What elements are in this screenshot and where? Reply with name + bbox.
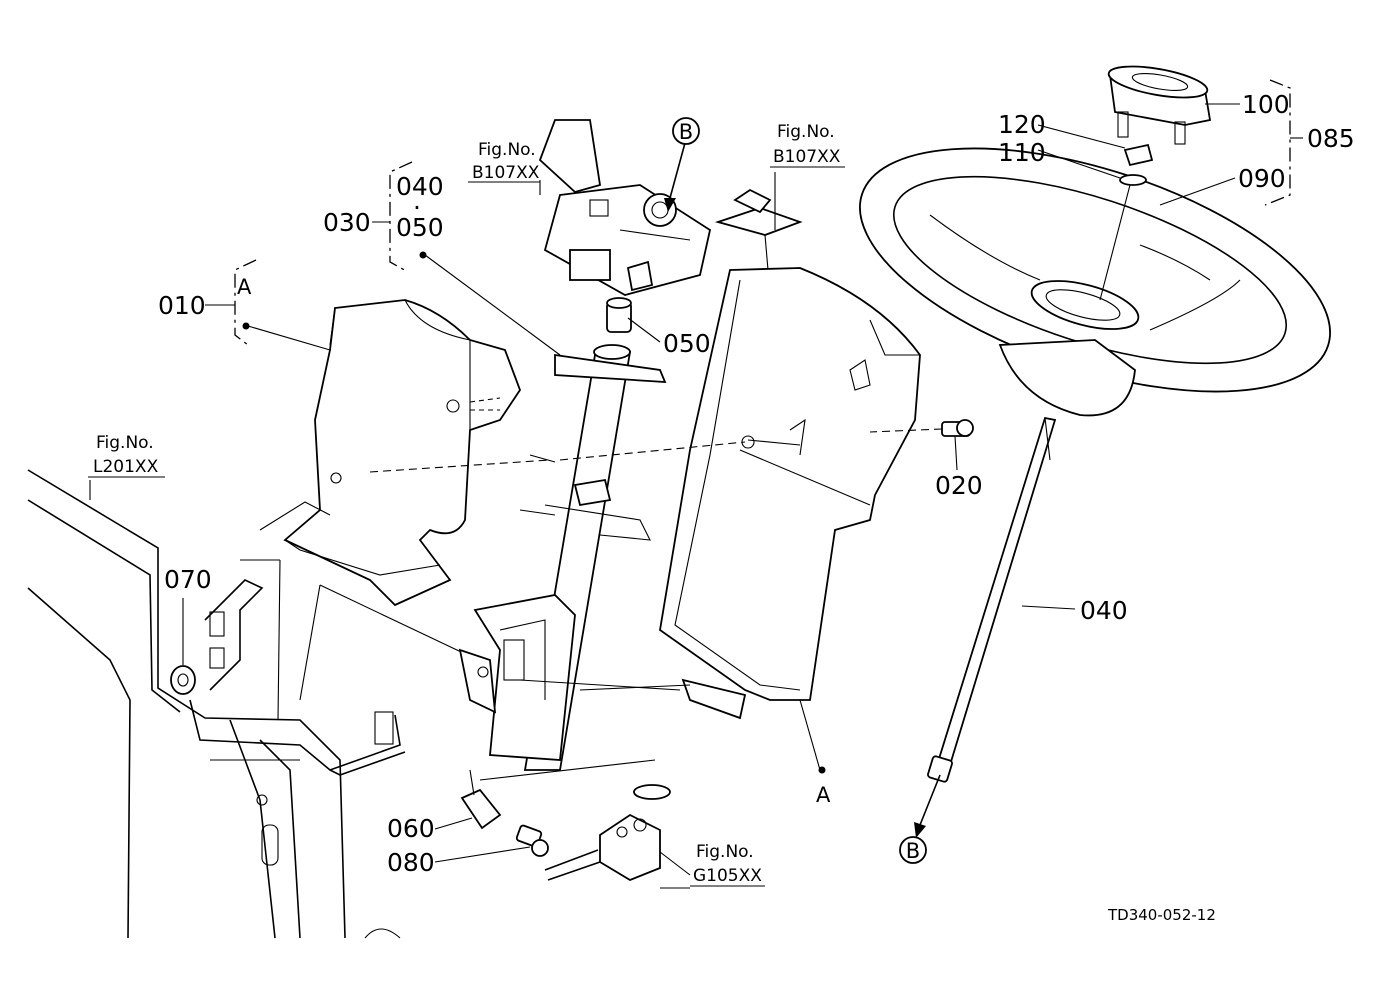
section-marker-b-top: B xyxy=(672,117,700,145)
drawing-code: TD340-052-12 xyxy=(1107,906,1216,924)
fig-ref-frame-title: Fig.No. xyxy=(96,433,154,453)
frame-body xyxy=(27,469,479,939)
right-panel-cover xyxy=(579,267,921,720)
fig-ref-combo-switch-title: Fig.No. xyxy=(478,140,536,160)
fig-ref-shaft-clip: Fig.No. B107XX xyxy=(770,122,845,168)
marker-a-right: A xyxy=(816,783,831,807)
grommet-070 xyxy=(170,665,196,695)
callout-060: 060 xyxy=(387,814,435,843)
callout-085: 085 xyxy=(1307,124,1355,153)
callout-separator-dot: · xyxy=(413,193,421,222)
callout-100: 100 xyxy=(1242,90,1290,119)
steering-column xyxy=(458,297,681,857)
steering-wheel xyxy=(859,147,1331,417)
callout-010: 010 xyxy=(158,291,206,320)
group-brackets xyxy=(234,79,1303,346)
combination-switch xyxy=(538,119,712,296)
callout-080: 080 xyxy=(387,848,435,877)
fig-ref-joint: Fig.No. G105XX xyxy=(690,842,765,887)
callout-110: 110 xyxy=(998,138,1046,167)
callout-040-group: 040 xyxy=(396,172,444,201)
steering-shaft xyxy=(927,416,1057,783)
callout-090: 090 xyxy=(1238,164,1286,193)
fig-ref-frame-code: L201XX xyxy=(93,457,159,477)
marker-b-top-label: B xyxy=(679,120,693,144)
callout-020: 020 xyxy=(935,471,983,500)
bolt-020 xyxy=(369,419,974,473)
fig-ref-joint-title: Fig.No. xyxy=(696,842,754,862)
fig-ref-shaft-clip-code: B107XX xyxy=(773,147,841,167)
fig-ref-shaft-clip-title: Fig.No. xyxy=(777,122,835,142)
fig-ref-joint-code: G105XX xyxy=(693,866,762,886)
section-marker-b-bottom: B xyxy=(899,836,927,864)
leader-lines xyxy=(89,103,1240,889)
horn-cap-nut-washer xyxy=(1099,65,1212,301)
callout-070: 070 xyxy=(164,565,212,594)
callout-040-shaft: 040 xyxy=(1080,596,1128,625)
fig-ref-combo-switch: Fig.No. B107XX xyxy=(468,140,540,183)
fig-ref-frame: Fig.No. L201XX xyxy=(88,433,165,478)
fig-ref-combo-switch-code: B107XX xyxy=(472,163,540,183)
shaft-clip xyxy=(714,188,803,271)
callout-120: 120 xyxy=(998,110,1046,139)
marker-b-bottom-label: B xyxy=(906,839,920,863)
universal-joint xyxy=(479,759,671,882)
callout-050-bushing: 050 xyxy=(663,329,711,358)
callout-030: 030 xyxy=(323,208,371,237)
left-panel-cover xyxy=(259,299,522,607)
callout-050-group: 050 xyxy=(396,213,444,242)
marker-a-left: A xyxy=(237,275,252,299)
